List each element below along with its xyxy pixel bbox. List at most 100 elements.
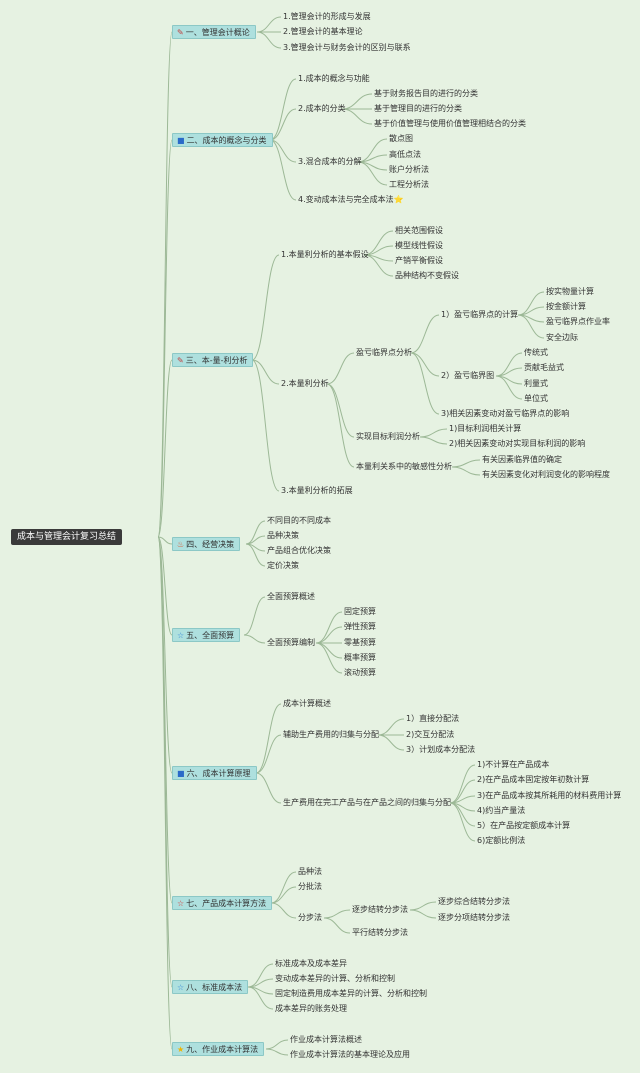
connector-line xyxy=(409,909,437,919)
root-node[interactable]: 成本与管理会计复习总结 xyxy=(11,529,123,545)
category-8[interactable]: ☆八、标准成本法 xyxy=(172,980,249,994)
detail-node[interactable]: 单位式 xyxy=(524,394,548,403)
connector-line xyxy=(269,139,297,201)
subtopic-node[interactable]: 账户分析法 xyxy=(389,165,429,174)
topic-node[interactable]: 2.管理会计的基本理论 xyxy=(283,27,363,36)
subtopic-node[interactable]: 1)不计算在产品成本 xyxy=(477,760,550,769)
topic-node[interactable]: 1.管理会计的形成与发展 xyxy=(283,12,371,21)
connector-line xyxy=(326,383,355,438)
topic-node[interactable]: 分步法 xyxy=(298,913,322,922)
connector-line xyxy=(265,1048,289,1056)
subtopic-node[interactable]: 工程分析法 xyxy=(389,180,429,189)
subtopic-node[interactable]: 实现目标利润分析 xyxy=(356,432,420,441)
subtopic-node[interactable]: 弹性预算 xyxy=(344,622,376,631)
pencil-icon: ✎ xyxy=(177,28,184,37)
category-7[interactable]: ☆七、产品成本计算方法 xyxy=(172,896,273,910)
topic-node[interactable]: 品种决策 xyxy=(267,531,299,540)
detail-node[interactable]: 按金额计算 xyxy=(546,302,586,311)
subtopic-node[interactable]: 散点图 xyxy=(389,134,413,143)
subtopic-node[interactable]: 概率预算 xyxy=(344,653,376,662)
topic-node[interactable]: 全面预算编制 xyxy=(267,638,315,647)
detail-node[interactable]: 有关因素临界值的确定 xyxy=(482,455,562,464)
detail-node[interactable]: 按实物量计算 xyxy=(546,287,594,296)
topic-node[interactable]: 作业成本计算法概述 xyxy=(290,1035,362,1044)
subtopic-node[interactable]: 基于财务报告目的进行的分类 xyxy=(374,89,478,98)
category-9[interactable]: ★九、作业成本计算法 xyxy=(172,1042,265,1056)
subtopic-node[interactable]: 3）计划成本分配法 xyxy=(406,745,476,754)
topic-node[interactable]: 3.管理会计与财务会计的区别与联系 xyxy=(283,43,411,52)
connector-line xyxy=(270,886,297,904)
subtopic-node[interactable]: 4)约当产量法 xyxy=(477,806,526,815)
topic-node[interactable]: 2.本量利分析 xyxy=(281,379,329,388)
category-2[interactable]: ■二、成本的概念与分类 xyxy=(172,133,273,147)
detail-node[interactable]: 贡献毛益式 xyxy=(524,363,564,372)
subtopic-node[interactable]: 6)定额比例法 xyxy=(477,836,526,845)
connector-line xyxy=(247,986,274,1010)
topic-node[interactable]: 作业成本计算法的基本理论及应用 xyxy=(290,1050,410,1059)
topic-node[interactable]: 不同目的不同成本 xyxy=(267,516,331,525)
topic-node[interactable]: 产品组合优化决策 xyxy=(267,546,331,555)
topic-node[interactable]: 品种法 xyxy=(298,867,322,876)
subtopic-node[interactable]: 2)交互分配法 xyxy=(406,730,455,739)
subtopic-node[interactable]: 模型线性假设 xyxy=(395,241,443,250)
category-6[interactable]: ■六、成本计算原理 xyxy=(172,766,257,780)
category-5[interactable]: ☆五、全面预算 xyxy=(172,628,241,642)
star-outline-icon: ☆ xyxy=(177,983,185,992)
detail-node[interactable]: 利量式 xyxy=(524,379,548,388)
topic-node[interactable]: 成本差异的账务处理 xyxy=(275,1004,347,1013)
subtopic-node[interactable]: 3)在产品成本按其所耗用的材料费用计算 xyxy=(477,791,622,800)
subtopic-node[interactable]: 基于管理目的进行的分类 xyxy=(374,104,462,113)
subtopic-node[interactable]: 滚动预算 xyxy=(344,668,376,677)
connector-line xyxy=(270,871,297,904)
topic-node[interactable]: 变动成本差异的计算、分析和控制 xyxy=(275,974,395,983)
subtopic-node[interactable]: 盈亏临界点分析 xyxy=(356,348,412,357)
detail-node[interactable]: 逐步综合结转分步法 xyxy=(438,897,510,906)
category-3[interactable]: ✎三、本-量-利分析 xyxy=(172,353,254,367)
connector-line xyxy=(326,383,355,468)
subtopic-node[interactable]: 零基预算 xyxy=(344,638,376,647)
detail-node[interactable]: 1）盈亏临界点的计算 xyxy=(441,310,519,319)
topic-node[interactable]: 生产费用在完工产品与在产品之间的归集与分配 xyxy=(283,798,451,807)
topic-node[interactable]: 2.成本的分类 xyxy=(298,104,346,113)
detail-node[interactable]: 传统式 xyxy=(524,348,548,357)
subtopic-node[interactable]: 品种结构不变假设 xyxy=(395,271,459,280)
subtopic-node[interactable]: 1）直接分配法 xyxy=(406,714,460,723)
subtopic-node[interactable]: 高低点法 xyxy=(389,150,421,159)
topic-node[interactable]: 1.成本的概念与功能 xyxy=(298,74,370,83)
detail-node[interactable]: 1)目标利润相关计算 xyxy=(449,424,522,433)
detail-node[interactable]: 盈亏临界点作业率 xyxy=(546,317,610,326)
topic-node[interactable]: 3.本量利分析的拓展 xyxy=(281,486,353,495)
detail-node[interactable]: 逐步分项结转分步法 xyxy=(438,913,510,922)
topic-node[interactable]: 1.本量利分析的基本假设 xyxy=(281,250,369,259)
topic-node[interactable]: 分批法 xyxy=(298,882,322,891)
topic-node[interactable]: 3.混合成本的分解 xyxy=(298,157,362,166)
detail-node[interactable]: 2）盈亏临界图 xyxy=(441,371,495,380)
connector-line xyxy=(419,436,448,445)
topic-node[interactable]: 定价决策 xyxy=(267,561,299,570)
subtopic-node[interactable]: 本量利关系中的敏感性分析 xyxy=(356,462,452,471)
subtopic-node[interactable]: 5）在产品按定额成本计算 xyxy=(477,821,571,830)
subtopic-node[interactable]: 逐步结转分步法 xyxy=(352,905,408,914)
topic-node[interactable]: 标准成本及成本差异 xyxy=(275,959,347,968)
detail-node[interactable]: 有关因素变化对利润变化的影响程度 xyxy=(482,470,610,479)
topic-node[interactable]: 固定制造费用成本差异的计算、分析和控制 xyxy=(275,989,427,998)
category-4[interactable]: ♨四、经营决策 xyxy=(172,537,241,551)
detail-node[interactable]: 3)相关因素变动对盈亏临界点的影响 xyxy=(441,409,570,418)
connector-line xyxy=(410,352,440,377)
subtopic-node[interactable]: 平行结转分步法 xyxy=(352,928,408,937)
subtopic-node[interactable]: 2)在产品成本固定按年初数计算 xyxy=(477,775,590,784)
connector-line xyxy=(410,314,440,354)
topic-node[interactable]: 辅助生产费用的归集与分配 xyxy=(283,730,379,739)
subtopic-node[interactable]: 相关范围假设 xyxy=(395,226,443,235)
subtopic-node[interactable]: 固定预算 xyxy=(344,607,376,616)
topic-node[interactable]: 4.变动成本法与完全成本法⭐ xyxy=(298,195,404,204)
detail-node[interactable]: 安全边际 xyxy=(546,333,578,342)
connector-line xyxy=(270,902,297,919)
topic-node[interactable]: 全面预算概述 xyxy=(267,592,315,601)
category-1[interactable]: ✎一、管理会计概论 xyxy=(172,25,256,39)
subtopic-node[interactable]: 产销平衡假设 xyxy=(395,256,443,265)
subtopic-node[interactable]: 基于价值管理与使用价值管理相结合的分类 xyxy=(374,119,526,128)
topic-node[interactable]: 成本计算概述 xyxy=(283,699,331,708)
detail-node[interactable]: 2)相关因素变动对实现目标利润的影响 xyxy=(449,439,586,448)
